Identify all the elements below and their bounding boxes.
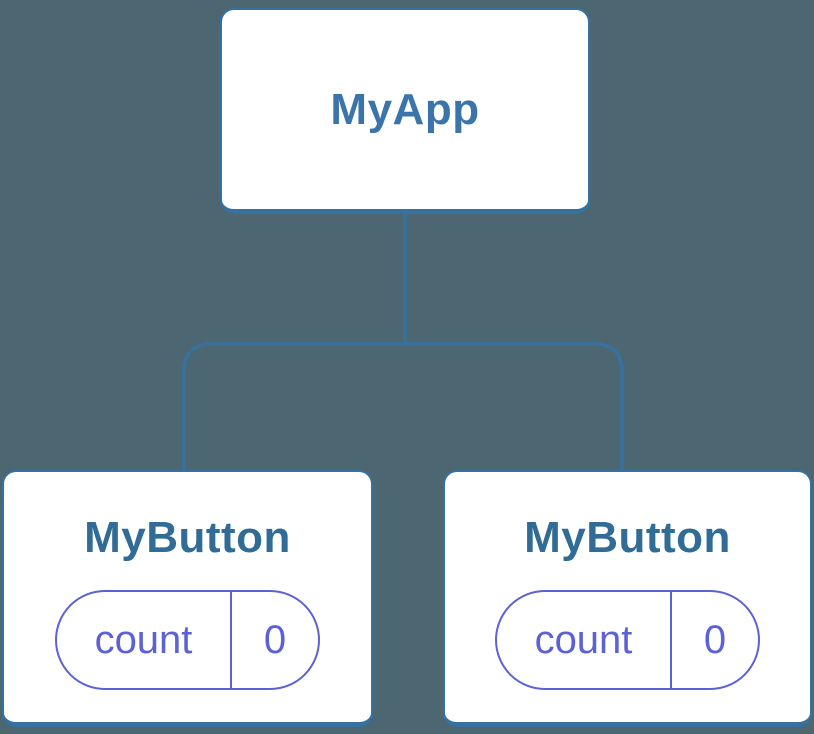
node-label: MyButton xyxy=(84,513,291,562)
node-label: MyButton xyxy=(524,513,731,562)
state-name: count xyxy=(57,592,232,688)
connector-branch xyxy=(182,342,624,470)
state-value: 0 xyxy=(703,617,727,662)
state-pill: count 0 xyxy=(55,590,320,690)
tree-node-mybutton-right: MyButton count 0 xyxy=(443,470,812,727)
state-pill: count 0 xyxy=(495,590,760,690)
tree-node-mybutton-left: MyButton count 0 xyxy=(2,470,373,727)
node-label: MyApp xyxy=(330,84,480,134)
state-value: 0 xyxy=(263,617,287,662)
tree-node-myapp: MyApp xyxy=(220,8,590,214)
state-name: count xyxy=(497,592,672,688)
